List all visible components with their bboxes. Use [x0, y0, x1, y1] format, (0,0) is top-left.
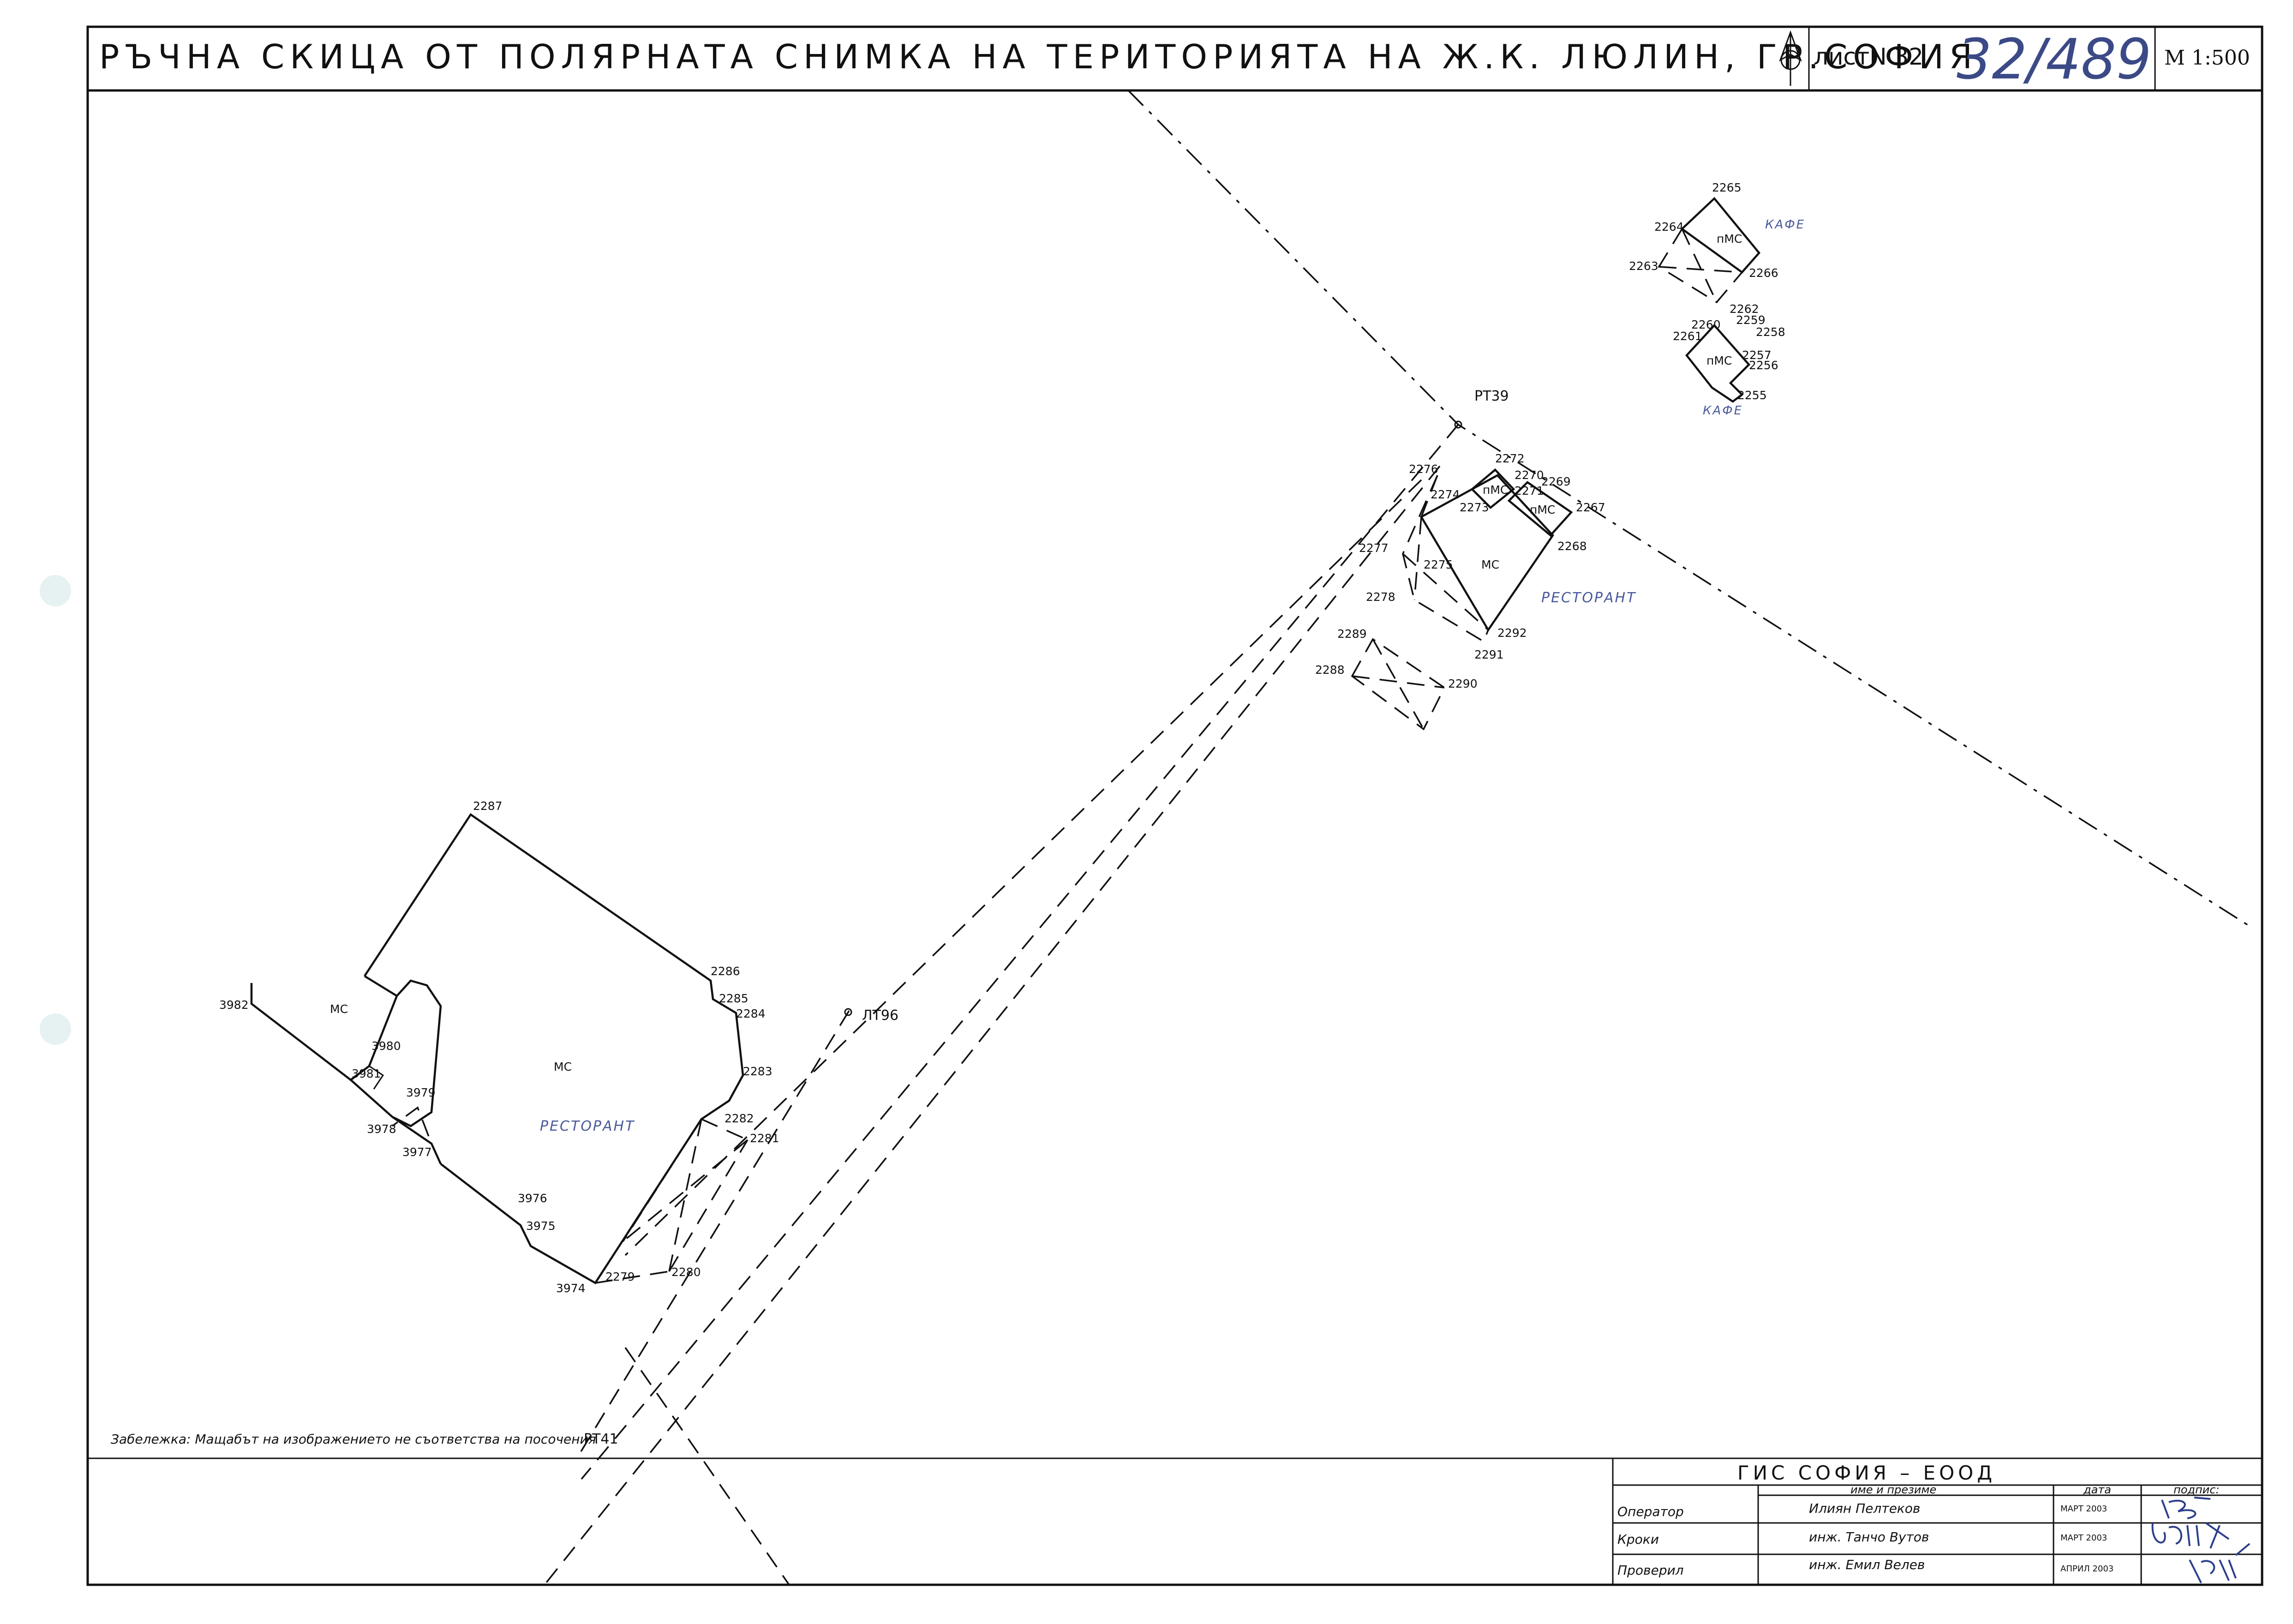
building-label-nmc-d: пМС — [1706, 354, 1732, 367]
building-label-mc-main: МС — [554, 1060, 572, 1073]
point-2267: 2267 — [1576, 501, 1605, 514]
point-2279: 2279 — [605, 1270, 635, 1283]
point-3978: 3978 — [367, 1122, 396, 1136]
restaurant-west-hatch — [595, 1118, 748, 1284]
point-2262: 2262 — [1730, 302, 1759, 316]
point-2290: 2290 — [1448, 677, 1478, 690]
point-2284: 2284 — [736, 1007, 766, 1020]
building-cafe-top — [1658, 197, 1760, 304]
col-header-date: дата — [2083, 1483, 2111, 1496]
binder-hole-lower — [40, 1013, 71, 1045]
row-name-checked: инж. Емил Велев — [1809, 1557, 1925, 1572]
point-2277: 2277 — [1359, 541, 1389, 555]
binder-hole-upper — [40, 575, 71, 606]
scale-label: M 1:500 — [2164, 46, 2250, 70]
point-2258: 2258 — [1756, 325, 1785, 339]
row-date-sketch: МАРТ 2003 — [2060, 1533, 2107, 1543]
point-3977: 3977 — [402, 1145, 432, 1159]
label-cafe-top: КАФЕ — [1765, 218, 1805, 232]
title-block — [1612, 1457, 2263, 1586]
point-2287: 2287 — [473, 799, 503, 813]
station-lt96-marker — [844, 1008, 852, 1016]
point-2289: 2289 — [1337, 627, 1367, 641]
row-name-sketch: инж. Танчо Вутов — [1809, 1529, 1929, 1545]
row-date-checked: АПРИЛ 2003 — [2060, 1564, 2113, 1574]
building-label-nmc-b: пМС — [1530, 503, 1555, 516]
point-2272: 2272 — [1495, 452, 1525, 465]
building-label-nmc-c: пМС — [1717, 232, 1742, 246]
point-2261: 2261 — [1673, 330, 1702, 343]
point-2269: 2269 — [1541, 475, 1571, 488]
handwritten-sheet-number: 32/489 — [1957, 28, 2151, 92]
point-2285: 2285 — [719, 992, 748, 1005]
point-2270: 2270 — [1515, 468, 1544, 482]
station-pt39-marker — [1454, 420, 1462, 429]
point-2292: 2292 — [1497, 626, 1527, 640]
point-3975: 3975 — [526, 1219, 556, 1233]
building-label-mc-left: МС — [330, 1002, 348, 1016]
point-3976: 3976 — [518, 1192, 547, 1205]
point-3981: 3981 — [352, 1067, 381, 1080]
building-restaurant-west — [250, 813, 744, 1285]
station-pt41-label: РТ41 — [584, 1431, 618, 1447]
label-restaurant-west: РЕСТОРАНТ — [540, 1118, 635, 1134]
point-2273: 2273 — [1460, 501, 1489, 514]
company-name: ГИС СОФИЯ – ЕООД — [1737, 1462, 1996, 1484]
row-name-operator: Илиян Пелтеков — [1809, 1501, 1920, 1516]
sheet-number-label: листN 32 — [1814, 43, 1923, 70]
point-2282: 2282 — [724, 1112, 754, 1125]
point-2286: 2286 — [711, 965, 740, 978]
station-lt96-label: ЛТ96 — [862, 1007, 898, 1024]
building-cafe-bottom — [1685, 324, 1751, 403]
scale-note: Забележка: Мащабът на изображението не с… — [111, 1432, 596, 1447]
traverse-lines — [544, 424, 1459, 1586]
row-role-checked: Проверил — [1617, 1563, 1684, 1578]
north-arrow-icon — [1779, 30, 1802, 86]
point-2288: 2288 — [1315, 663, 1345, 677]
sheet-title: РЪЧНА СКИЦА ОТ ПОЛЯРНАТА СНИМКА НА ТЕРИТ… — [99, 37, 1978, 76]
label-restaurant-east: РЕСТОРАНТ — [1541, 590, 1636, 606]
point-2263: 2263 — [1629, 259, 1658, 273]
point-2280: 2280 — [671, 1265, 701, 1279]
point-2291: 2291 — [1474, 648, 1504, 661]
point-2268: 2268 — [1557, 539, 1587, 553]
sheet-frame — [86, 25, 2263, 1586]
point-2256: 2256 — [1749, 359, 1778, 372]
point-2260: 2260 — [1691, 318, 1721, 331]
station-pt39-label: РТ39 — [1474, 388, 1509, 404]
row-role-sketch: Кроки — [1617, 1532, 1659, 1547]
point-2271: 2271 — [1515, 484, 1544, 497]
point-2276: 2276 — [1409, 462, 1438, 476]
point-2259: 2259 — [1736, 313, 1766, 327]
point-2266: 2266 — [1749, 266, 1778, 280]
col-header-sign: подпис: — [2173, 1483, 2220, 1496]
point-2275: 2275 — [1424, 558, 1453, 571]
point-3980: 3980 — [371, 1039, 401, 1053]
building-label-nmc-a: пМС — [1483, 483, 1508, 497]
point-2265: 2265 — [1712, 181, 1742, 194]
building-restaurant-east — [1419, 468, 1573, 632]
building-label-mc-east: МС — [1481, 558, 1499, 571]
point-2257: 2257 — [1742, 348, 1772, 362]
point-3982: 3982 — [219, 998, 249, 1012]
point-3979: 3979 — [406, 1086, 436, 1099]
point-3974: 3974 — [556, 1282, 586, 1295]
point-2281: 2281 — [750, 1132, 779, 1145]
point-2264: 2264 — [1654, 220, 1684, 234]
point-2255: 2255 — [1737, 389, 1767, 402]
row-date-operator: МАРТ 2003 — [2060, 1504, 2107, 1514]
point-2278: 2278 — [1366, 590, 1395, 604]
restaurant-east-hatch — [1351, 475, 1489, 731]
label-cafe-bottom: КАФЕ — [1703, 404, 1743, 418]
boundary-line — [1127, 90, 2252, 929]
point-2283: 2283 — [743, 1065, 772, 1078]
row-role-operator: Оператор — [1617, 1504, 1684, 1519]
point-2274: 2274 — [1431, 488, 1460, 501]
col-header-name: име и презиме — [1850, 1483, 1936, 1496]
signature-marks — [2151, 1497, 2251, 1583]
